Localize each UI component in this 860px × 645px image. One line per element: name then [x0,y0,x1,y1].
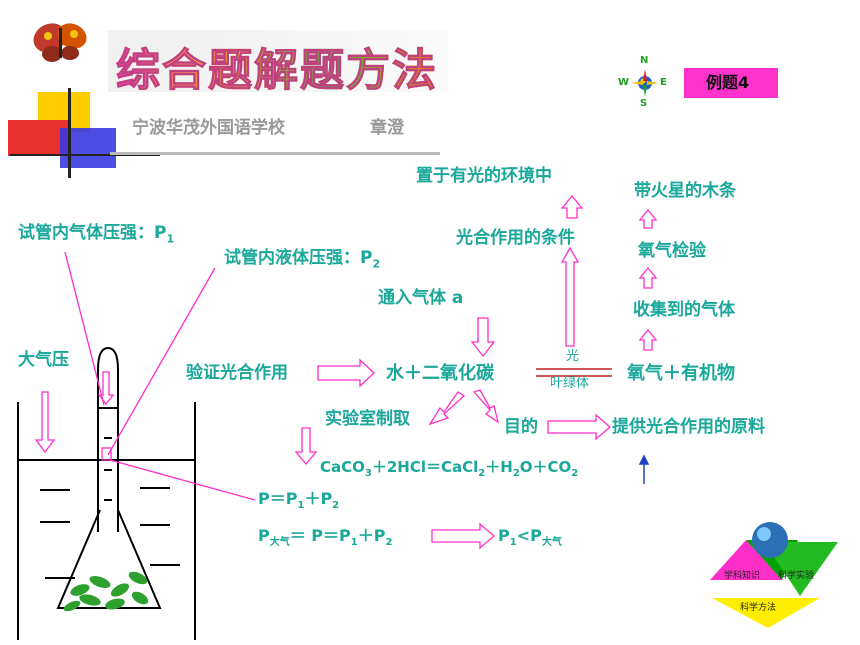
compass-icon [618,55,672,111]
label-collected: 收集到的气体 [633,300,735,320]
rxn-sub2a: 2 [478,468,486,479]
label-pass-gas: 通入气体 a [378,288,464,308]
label-reactants: 水＋二氧化碳 [386,363,494,384]
label-verify: 验证光合作用 [186,363,288,383]
ineq-p: P [498,526,510,545]
deco-line-h [10,154,160,156]
label-p1-sub: 1 [166,232,175,246]
eq2-plus: ＋P [357,526,386,545]
header-underline [110,152,440,155]
rxn-mid2: ＋H [485,458,513,476]
pressure-eq2: P大气＝ P＝P1＋P2 [258,528,392,548]
eq1-sub2: 2 [332,500,340,512]
label-glowing-stick: 带火星的木条 [634,181,736,201]
label-lab-make: 实验室制取 [325,409,410,429]
butterfly-icon [30,18,90,68]
eq1-sub1: 1 [297,500,305,512]
ineq-sub1: 1 [509,537,517,549]
rxn-sub3: 3 [364,468,372,479]
rxn-mid1: ＋2HCl＝CaCl [371,458,479,476]
label-p2-text: 试管内液体压强：P [224,248,373,268]
eq2-p: P [258,526,270,545]
eq1-a: P＝P [258,489,298,508]
plant-leaves [63,571,149,612]
triangle-logo [710,522,838,628]
school-name: 宁波华茂外国语学校 [132,118,285,138]
page-title: 综合题解题方法 [116,34,438,98]
compass-w: W [618,77,630,88]
example-badge-label: 例题4 [706,73,750,92]
rxn-sub2b: 2 [512,468,520,479]
label-place-light: 置于有光的环境中 [416,166,552,186]
label-p1-text: 试管内气体压强：P [18,223,167,243]
deco-red-square [8,120,68,156]
rxn-mid3: O＋CO [519,458,572,476]
reaction-equation: CaCO3＋2HCl＝CaCl2＋H2O＋CO2 [320,460,578,479]
eq2-sub-atm: 大气 [269,537,290,549]
ineq-sub-atm: 大气 [541,537,562,549]
rxn-caco: CaCO [320,458,365,476]
compass-e: E [660,77,667,88]
eq2-sub2: 2 [385,537,393,549]
eq2-sub1: 1 [350,537,358,549]
rxn-sub2c: 2 [571,468,579,479]
label-products: 氧气＋有机物 [627,363,735,384]
author-name: 章澄 [370,118,404,138]
label-oxygen-test: 氧气检验 [638,241,706,261]
compass-s: S [640,98,648,109]
label-light: 光 [566,349,580,364]
label-provide-raw: 提供光合作用的原料 [612,417,765,437]
ineq-lt: <P [516,526,542,545]
label-chlorophyll: 叶绿体 [550,376,590,391]
triangle-bottom-label: 科学方法 [740,603,777,613]
title-plate [108,30,448,92]
pressure-ineq: P1<P大气 [498,528,562,548]
label-condition: 光合作用的条件 [456,228,575,248]
example-badge[interactable] [684,68,778,98]
eq1-b: ＋P [304,489,333,508]
label-purpose: 目的 [504,417,538,437]
label-atm: 大气压 [18,350,69,370]
label-p1: 试管内气体压强：P1 [18,223,175,246]
label-p2: 试管内液体压强：P2 [224,248,381,271]
triangle-right-label: 科学实验 [778,571,815,581]
compass-n: N [640,55,649,66]
triangle-left-label: 学科知识 [724,571,761,581]
label-p2-sub: 2 [372,257,381,271]
eq2-rest: ＝ P＝P [289,526,351,545]
pressure-eq1: P＝P1＋P2 [258,491,339,511]
deco-line-v [68,88,71,178]
